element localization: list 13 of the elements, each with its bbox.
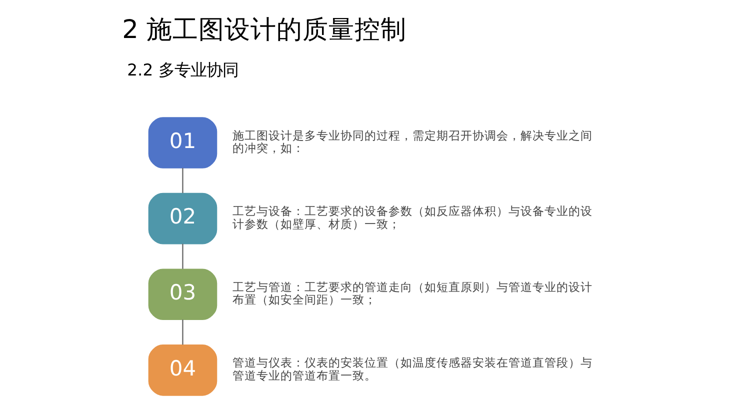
node-label: 工艺与管道：工艺要求的管道走向（如短直原则）与管道专业的设计布置（如安全间距）一致；	[232, 280, 592, 307]
connector	[182, 320, 184, 345]
node-label: 管道与仪表：仪表的安装位置（如温度传感器安装在管道直管段）与管道专业的管道布置一致。	[232, 356, 592, 383]
node-label: 施工图设计是多专业协同的过程，需定期召开协调会，解决专业之间的冲突，如：	[232, 128, 592, 156]
node-box: 04	[148, 344, 218, 396]
label: 2.2 多专业协同	[127, 60, 238, 80]
node-box: 03	[148, 268, 218, 320]
diagram-title: 2 施工图设计的质量控制	[122, 14, 407, 45]
node-box: 01	[148, 117, 218, 168]
node-label: 工艺与设备：工艺要求的设备参数（如反应器体积）与设备专业的设计参数（如壁厚、材质）一致；	[232, 204, 592, 231]
connector	[182, 244, 184, 269]
connector	[182, 168, 184, 194]
node-box: 02	[148, 192, 218, 244]
